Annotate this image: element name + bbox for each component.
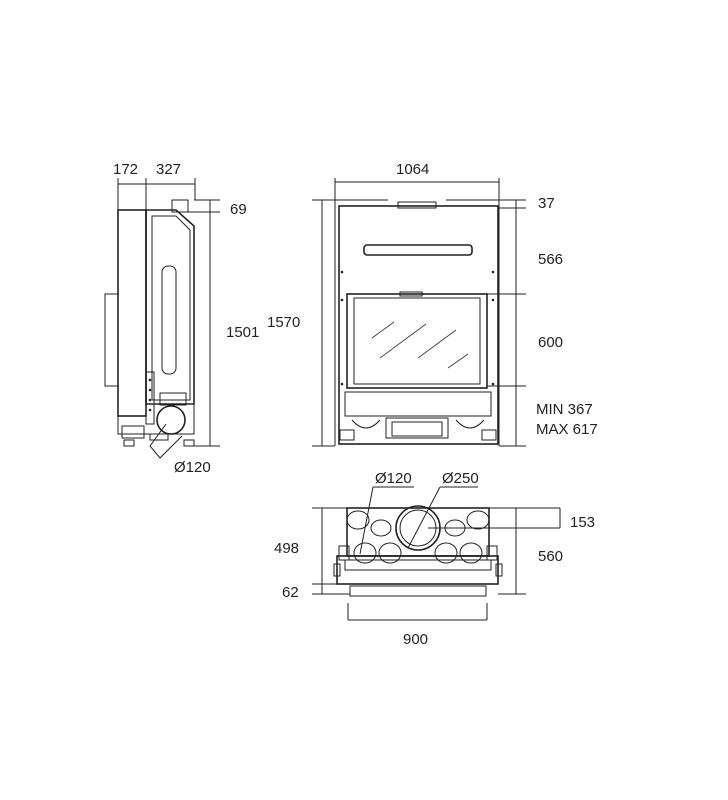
top-outlet-leaders (359, 486, 478, 555)
front-height-dimension-line (312, 199, 388, 447)
side-height-label: 1501 (226, 324, 259, 341)
side-depth-dimension-line (117, 178, 196, 210)
front-glass-label: 600 (538, 334, 563, 351)
front-max-label: MAX 617 (536, 421, 598, 438)
top-large-outlet-label: Ø250 (442, 470, 479, 487)
front-min-label: MIN 367 (536, 401, 593, 418)
top-front-label: 62 (282, 584, 299, 601)
top-depth-inner-label: 498 (274, 540, 299, 557)
side-outlet-label: Ø120 (174, 459, 211, 476)
side-body-outline (104, 199, 195, 447)
top-back-offset-label: 153 (570, 514, 595, 531)
front-right-dimension-lines (446, 199, 526, 447)
side-depth-b-label: 327 (156, 161, 181, 178)
top-depth-dimension-lines (312, 507, 561, 595)
front-top-gap-label: 37 (538, 195, 555, 212)
front-body-outline (338, 201, 499, 445)
front-view: 1064 37 566 1570 600 MIN 367 MAX 617 (267, 161, 598, 447)
side-view: 172 327 69 1501 Ø120 (104, 161, 259, 476)
side-depth-a-label: 172 (113, 161, 138, 178)
top-small-outlet-label: Ø120 (375, 470, 412, 487)
top-view: Ø120 Ø250 153 498 560 62 900 (274, 470, 595, 648)
front-upper-label: 566 (538, 251, 563, 268)
top-body-outline (333, 505, 503, 597)
top-depth-outer-label: 560 (538, 548, 563, 565)
top-width-label: 900 (403, 631, 428, 648)
side-outlet-callout (149, 423, 183, 459)
top-width-dimension-line (347, 603, 488, 621)
side-top-label: 69 (230, 201, 247, 218)
side-height-dimension-line (180, 199, 220, 447)
front-width-label: 1064 (396, 161, 429, 178)
front-width-dimension-line (334, 178, 500, 446)
front-height-label: 1570 (267, 314, 300, 331)
